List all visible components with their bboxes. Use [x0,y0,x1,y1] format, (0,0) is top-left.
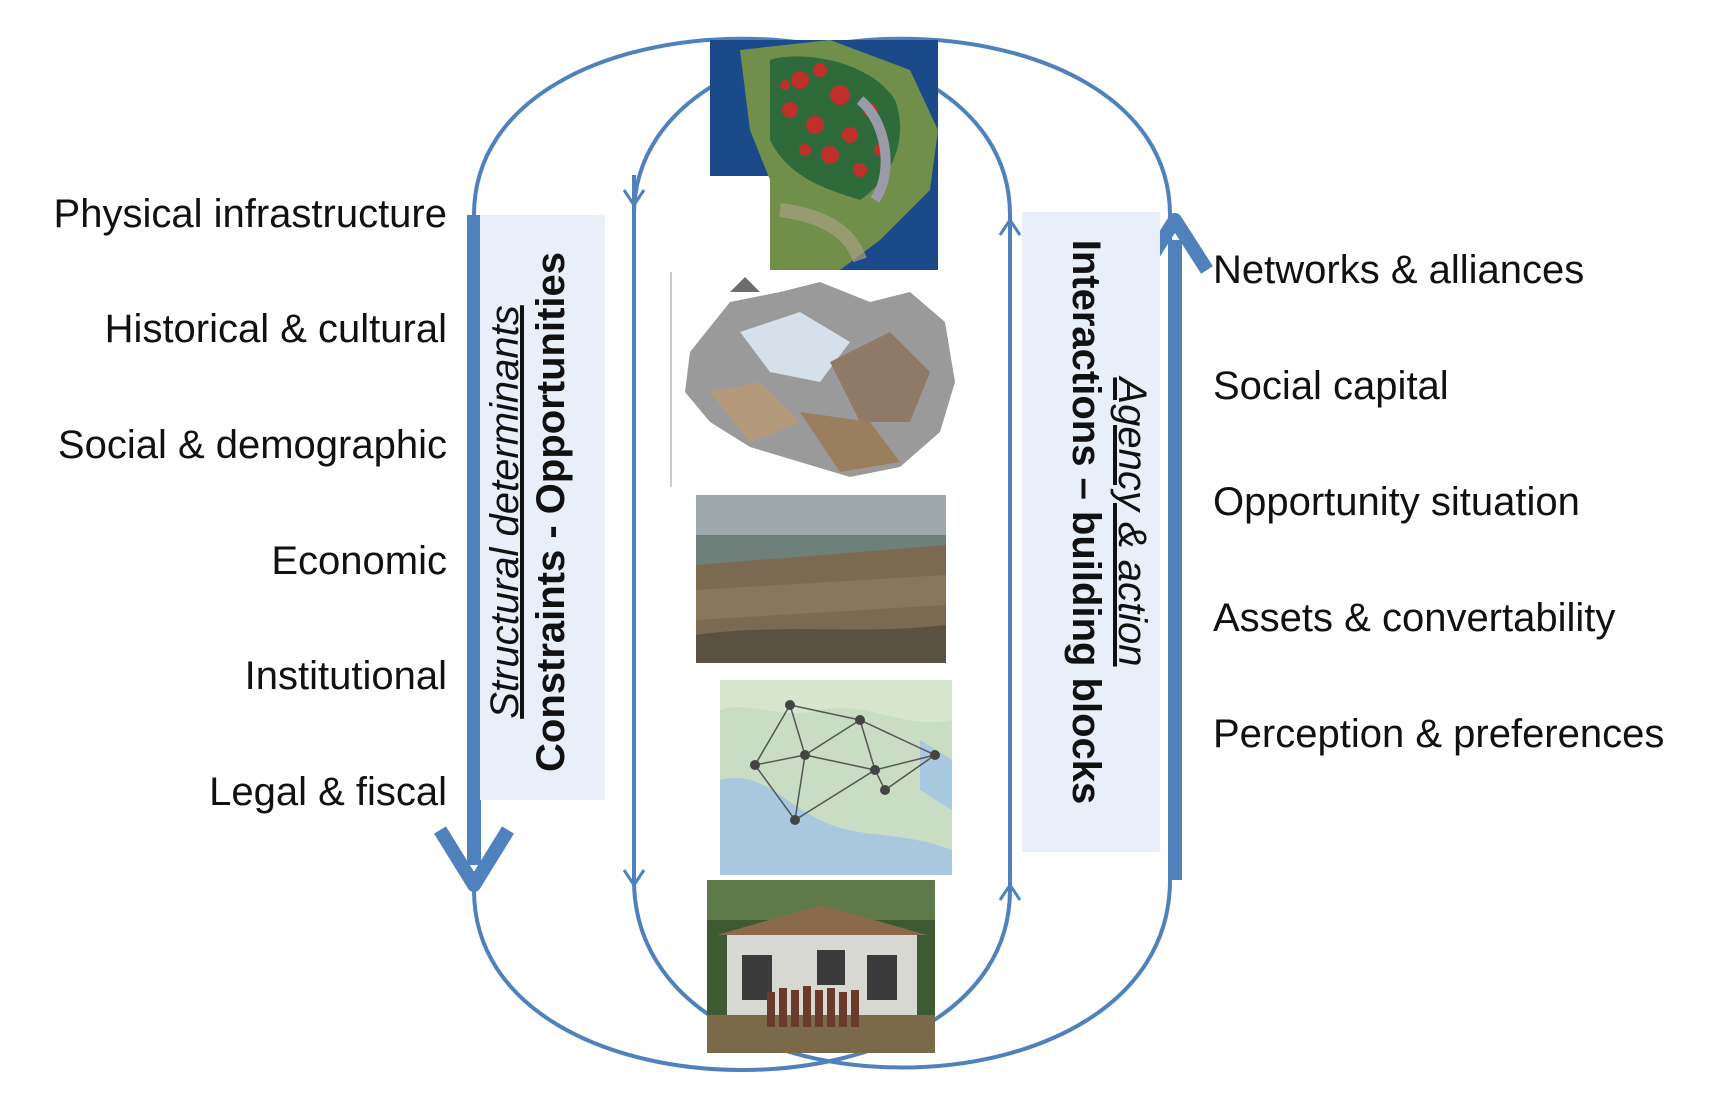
south-america-deforestation-map [710,40,938,270]
left-thick-arrowhead [434,826,514,892]
structural-box [480,215,605,800]
right-item-social-capital: Social capital [1213,364,1449,408]
left-item-institutional: Institutional [244,654,447,698]
inner-up-arrowhead-top [998,217,1022,236]
aerial-river-town-photo [696,495,946,663]
left-item-legal-fiscal: Legal & fiscal [209,770,447,814]
left-item-social-demographic: Social & demographic [57,423,447,467]
structural-subtitle: Constraints - Opportunities [529,252,573,772]
network-map [720,680,952,875]
left-item-physical-infrastructure: Physical infrastructure [53,192,447,236]
left-item-historical-cultural: Historical & cultural [104,307,447,351]
agency-box [1022,212,1160,852]
agency-title: Agency & action [1110,377,1154,667]
village-house-group-photo [707,880,935,1053]
structural-title: Structural determinants [483,305,527,719]
left-item-economic: Economic [271,539,447,583]
right-item-opportunity-situation: Opportunity situation [1213,480,1580,524]
right-item-perception-preferences: Perception & preferences [1213,712,1665,756]
structural-label: Structural determinants Constraints - Op… [482,222,582,802]
inner-down-arrowhead-bottom [622,869,646,888]
inner-up-arrowhead-bottom [998,882,1022,901]
amazon-region-map [670,272,962,487]
agency-subtitle: Interactions – building blocks [1064,239,1108,805]
agency-label: Agency & action Interactions – building … [1055,222,1155,822]
inner-down-arrowhead-top [622,189,646,208]
right-item-assets-convertability: Assets & convertability [1213,596,1616,640]
right-item-networks-alliances: Networks & alliances [1213,248,1585,292]
